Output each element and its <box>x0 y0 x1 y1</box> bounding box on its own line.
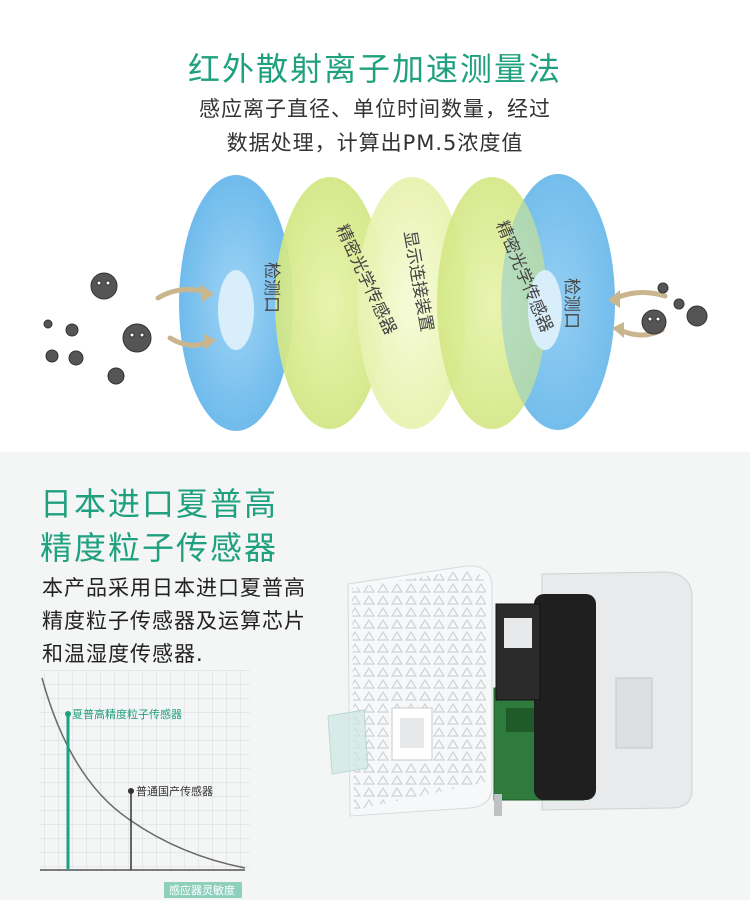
particle-sensor-module <box>534 594 596 800</box>
axis-label-sensitivity: 感应器灵敏度 <box>169 883 235 897</box>
section1-subtitle-line1: 感应离子直径、单位时间数量，经过 <box>199 97 551 121</box>
dust-particle-icon <box>68 350 84 366</box>
sensor-diagram: 检测口 精密光学传感器 显示连接装置 精密光学传感器 检测口 <box>43 174 708 431</box>
section2-title: 日本进口夏普高 精度粒子传感器 <box>40 482 278 570</box>
section1-subtitle-line2: 数据处理，计算出PM.5浓度值 <box>226 131 524 155</box>
device-foot <box>494 794 502 816</box>
detect-opening-left <box>218 270 254 350</box>
section2-title-line1: 日本进口夏普高 <box>40 485 279 523</box>
sensor-window <box>504 618 532 648</box>
section2-title-line2: 精度粒子传感器 <box>40 529 279 567</box>
dust-particle-icon <box>90 272 118 300</box>
label-sharp-sensor: 夏普高精度粒子传感器 <box>72 707 182 721</box>
sensitivity-curve <box>41 677 246 869</box>
marker-high-dot <box>65 711 71 717</box>
dust-particle-icon <box>45 349 59 363</box>
dust-particle-icon <box>43 319 53 329</box>
disc-label-detect-right: 检测口 <box>561 278 581 329</box>
section2-desc-line1: 本产品采用日本进口夏普高 <box>42 576 306 600</box>
device-back-bracket <box>615 677 653 749</box>
arrow-in-right-top <box>613 290 668 301</box>
dust-particle-icon <box>65 323 79 337</box>
disc-label-detect-left: 检测口 <box>261 262 281 313</box>
device-illustration <box>327 565 693 817</box>
dust-particle-icon <box>107 367 125 385</box>
vent-pattern <box>352 570 486 810</box>
section2-desc-line3: 和温湿度传感器. <box>42 642 204 666</box>
transparent-panel <box>327 709 369 775</box>
disc-display <box>357 177 467 429</box>
disc-optical-left <box>275 177 385 429</box>
dust-particle-icon <box>673 298 685 310</box>
dust-particle-icon <box>122 323 152 353</box>
disc-optical-right <box>437 177 547 429</box>
marker-normal-dot <box>128 788 134 794</box>
label-normal-sensor: 普通国产传感器 <box>136 784 213 798</box>
dust-particle-icon <box>686 305 708 327</box>
section2-desc-line2: 精度粒子传感器及运算芯片 <box>42 609 306 633</box>
graph-grid <box>40 670 250 870</box>
section1-subtitle: 感应离子直径、单位时间数量，经过 数据处理，计算出PM.5浓度值 <box>0 92 750 160</box>
sensitivity-graph: 夏普高精度粒子传感器 普通国产传感器 感应器灵敏度 <box>40 670 250 898</box>
axis-label-box <box>164 882 242 898</box>
dust-particle-icon <box>657 282 669 294</box>
front-window <box>391 707 433 761</box>
dust-particle-icon <box>641 309 667 335</box>
section2-description: 本产品采用日本进口夏普高 精度粒子传感器及运算芯片 和温湿度传感器. <box>42 572 342 671</box>
section1-title: 红外散射离子加速测量法 <box>187 50 562 88</box>
detect-opening-right <box>528 270 562 350</box>
